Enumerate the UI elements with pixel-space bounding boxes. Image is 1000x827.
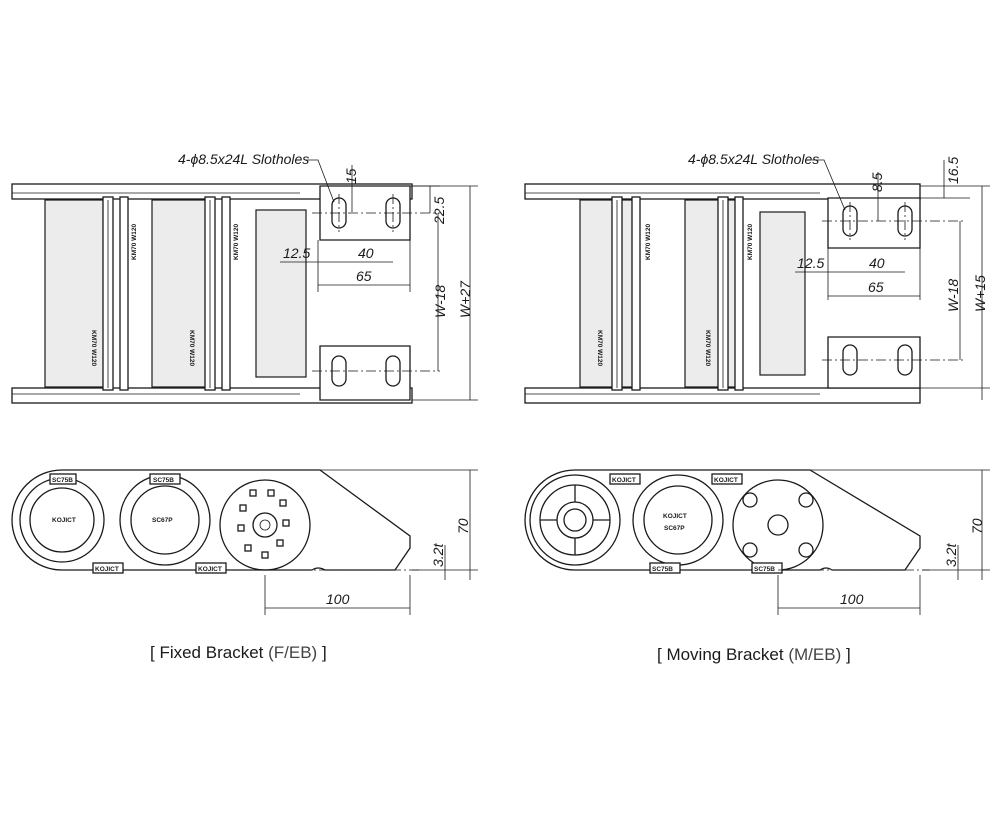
- moving-crossbar-1: [579, 199, 636, 388]
- fixed-top-view: KM70 W120 KM70 W120 KM70 W120 KM70 W120 …: [11, 151, 478, 404]
- moving-top-view: KM70 W120 KM70 W120 KM70 W120 KM70 W120 …: [524, 151, 990, 404]
- dim-w-18: W-18: [432, 285, 448, 318]
- brand-mark: KOJICT: [95, 566, 119, 573]
- dim-12-5: 12.5: [283, 245, 310, 261]
- fixed-crossbar-2: [151, 199, 208, 388]
- brand-mark: SC75B: [153, 477, 174, 484]
- caption-main: [ Moving Bracket: [657, 645, 784, 664]
- brand-mark: KOJICT: [612, 477, 636, 484]
- link-mark: KM70 W120: [233, 223, 240, 260]
- fixed-lower-bracket-plate: [319, 345, 411, 401]
- link-mark: KM70 W120: [747, 223, 754, 260]
- dim-8-5: 8.5: [869, 172, 885, 192]
- dim-70: 70: [969, 518, 985, 534]
- dim-3-2t: 3.2t: [943, 543, 959, 567]
- dim-w-plus-27: W+27: [457, 280, 473, 318]
- caption-sub: (F/EB): [268, 643, 318, 662]
- brand-mark: SC67P: [664, 525, 685, 532]
- dim-40: 40: [869, 255, 885, 271]
- link-mark: KM70 W120: [704, 330, 711, 367]
- dim-16-5: 16.5: [945, 157, 961, 184]
- moving-bracket-caption: [ Moving Bracket (M/EB) ]: [657, 645, 851, 665]
- slot-holes-label: 4-ϕ8.5x24L Slotholes: [688, 151, 819, 167]
- brand-mark: SC67P: [152, 517, 173, 524]
- dim-65: 65: [356, 268, 372, 284]
- caption-sub: (M/EB): [788, 645, 842, 664]
- moving-crossbar-3: [759, 211, 806, 376]
- brand-mark: SC75B: [52, 477, 73, 484]
- moving-crossbar-2: [684, 199, 741, 388]
- caption-main: [ Fixed Bracket: [150, 643, 264, 662]
- link-mark: KM70 W120: [188, 330, 195, 367]
- fixed-side-view: SC75B SC75B KOJICT KOJICT KOJICT SC67P 7…: [11, 469, 478, 615]
- brand-mark: KOJICT: [52, 517, 76, 524]
- dim-40: 40: [358, 245, 374, 261]
- dim-w-18: W-18: [945, 279, 961, 312]
- brand-mark: KOJICT: [714, 477, 738, 484]
- dim-3-2t: 3.2t: [430, 543, 446, 567]
- dim-65: 65: [868, 279, 884, 295]
- dim-22-5: 22.5: [431, 197, 447, 225]
- fixed-side-outline: [11, 469, 411, 571]
- brand-mark: KOJICT: [198, 566, 222, 573]
- dim-w-plus-15: W+15: [972, 275, 988, 312]
- dim-12-5: 12.5: [797, 255, 824, 271]
- dim-70: 70: [455, 518, 471, 534]
- link-mark: KM70 W120: [131, 223, 138, 260]
- dim-100: 100: [326, 591, 350, 607]
- brand-mark: KOJICT: [663, 513, 687, 520]
- link-mark: KM70 W120: [90, 330, 97, 367]
- fixed-crossbar-3: [255, 209, 307, 378]
- fixed-crossbar-1: [44, 199, 106, 388]
- dim-100: 100: [840, 591, 864, 607]
- caption-end: ]: [845, 645, 851, 664]
- brand-mark: SC75B: [754, 566, 775, 573]
- caption-end: ]: [321, 643, 327, 662]
- link-mark: KM70 W120: [645, 223, 652, 260]
- moving-side-view: KOJICT KOJICT SC75B SC75B KOJICT SC67P 7…: [524, 469, 990, 615]
- link-mark: KM70 W120: [596, 330, 603, 367]
- brand-mark: SC75B: [652, 566, 673, 573]
- dim-15: 15: [343, 168, 359, 184]
- slot-holes-label: 4-ϕ8.5x24L Slotholes: [178, 151, 309, 167]
- fixed-bracket-caption: [ Fixed Bracket (F/EB) ]: [150, 643, 327, 663]
